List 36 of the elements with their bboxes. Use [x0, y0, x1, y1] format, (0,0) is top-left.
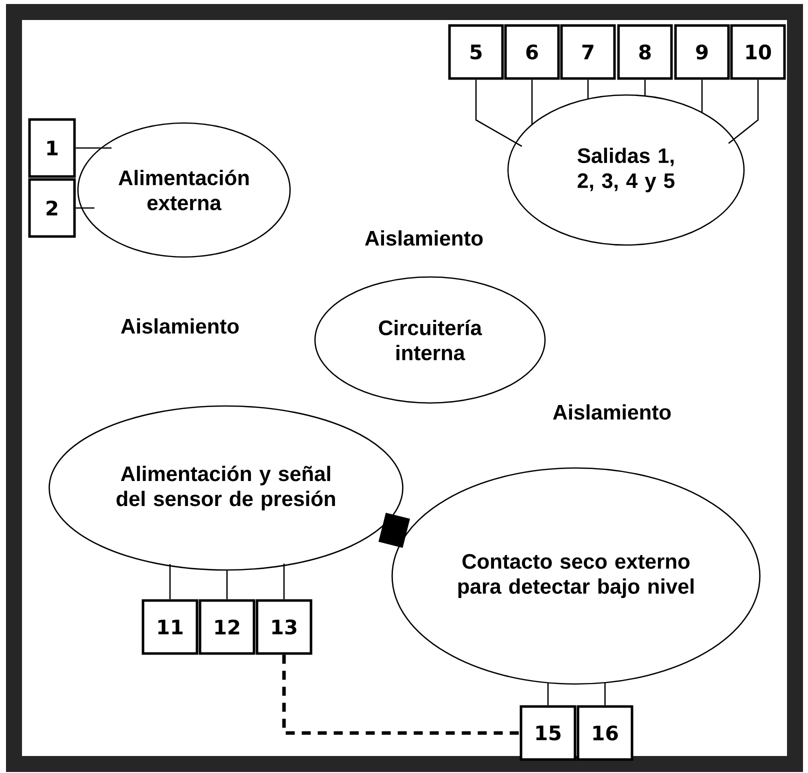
wire	[728, 80, 759, 144]
terminal-box: 16	[576, 705, 634, 761]
oval: Alimentación y señal del sensor de presión	[48, 405, 404, 571]
wire	[76, 147, 112, 149]
oval: Contacto seco externo para detectar bajo nivel	[392, 467, 760, 685]
wire	[475, 80, 522, 147]
terminal-box: 2	[28, 178, 76, 238]
terminal-box: 6	[504, 24, 560, 80]
terminal-box: 10	[730, 24, 786, 80]
wire	[531, 80, 533, 125]
label: Aislamiento	[553, 404, 671, 420]
terminal-box: 15	[520, 705, 576, 761]
wire	[644, 80, 646, 96]
dashed-line	[282, 654, 520, 735]
wire	[587, 80, 589, 99]
terminal-box: 13	[256, 599, 312, 655]
wire	[283, 564, 285, 600]
wire	[547, 682, 549, 706]
wire	[604, 682, 606, 706]
terminal-box: 11	[142, 599, 198, 655]
oval: Salidas 1, 2, 3, 4 y 5	[507, 94, 745, 246]
terminal-box: 12	[198, 599, 256, 655]
terminal-box: 8	[617, 24, 673, 80]
label: Aislamiento	[121, 318, 239, 334]
insulation-band	[378, 512, 410, 548]
terminal-box: 9	[674, 24, 730, 80]
terminal-box: 1	[28, 118, 76, 178]
wire	[226, 570, 228, 600]
terminal-box: 7	[560, 24, 616, 80]
oval: Alimentación externa	[77, 122, 291, 258]
wire	[169, 564, 171, 600]
oval: Circuitería interna	[314, 276, 546, 404]
wire	[701, 80, 703, 113]
wire	[76, 207, 94, 209]
terminal-box: 5	[448, 24, 504, 80]
label: Aislamiento	[365, 230, 483, 246]
